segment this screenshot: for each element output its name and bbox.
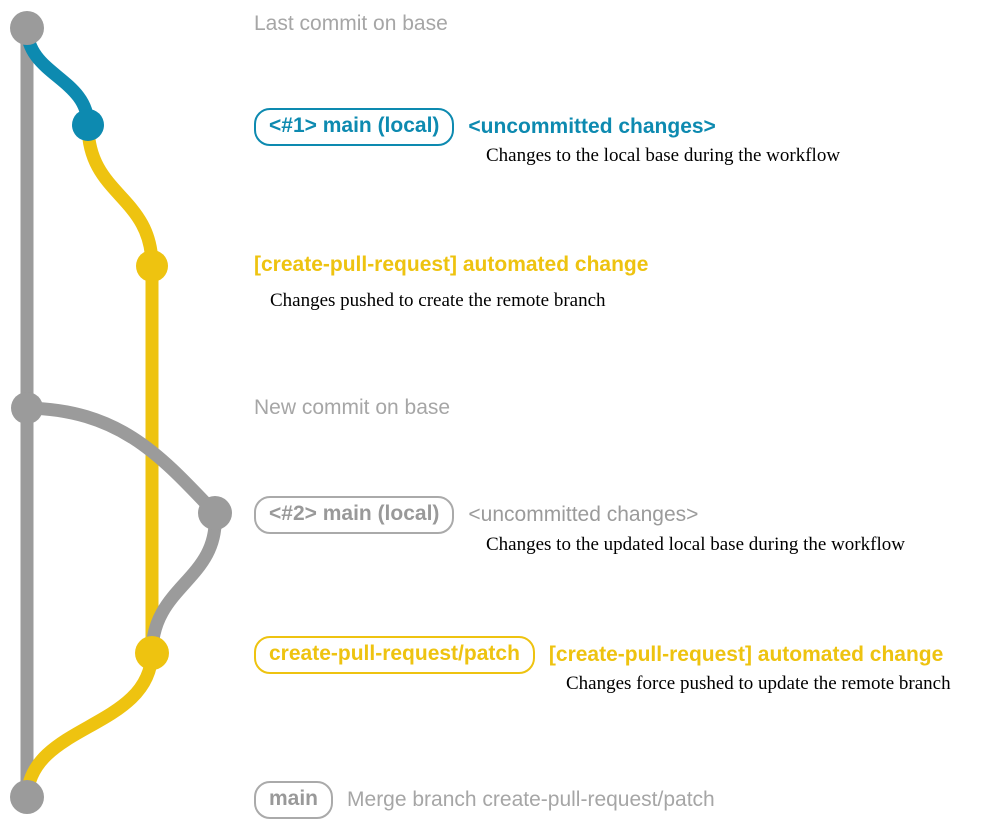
- headline-uncommitted-changes-2: <uncommitted changes>: [468, 503, 699, 526]
- headline-automated-change-2: [create-pull-request] automated change: [548, 643, 944, 666]
- subtext-automated-change-1: Changes pushed to create the remote bran…: [270, 290, 606, 311]
- branch-pill-main-local-1[interactable]: <#1> main (local): [254, 108, 455, 147]
- row-automated-change-2: create-pull-request/patch [create-pull-r…: [254, 636, 944, 675]
- subtext-local-commit-1: Changes to the local base during the wor…: [486, 145, 841, 166]
- branch-pill-main-local-2[interactable]: <#2> main (local): [254, 496, 455, 535]
- row-local-commit-2: <#2> main (local) <uncommitted changes>: [254, 496, 699, 535]
- branch-pill-main[interactable]: main: [254, 781, 334, 820]
- row-automated-change-1: [create-pull-request] automated change: [254, 253, 648, 277]
- headline-merge-commit: Merge branch create-pull-request/patch: [347, 788, 715, 811]
- headline-last-commit-on-base: Last commit on base: [254, 12, 448, 35]
- subtext-automated-change-2: Changes force pushed to update the remot…: [566, 673, 951, 694]
- row-local-commit-1: <#1> main (local) <uncommitted changes>: [254, 108, 716, 147]
- headline-automated-change-1: [create-pull-request] automated change: [254, 253, 649, 276]
- branch-pill-create-pull-request-patch[interactable]: create-pull-request/patch: [254, 636, 535, 675]
- row-last-commit-on-base: Last commit on base: [254, 12, 448, 36]
- row-merge-commit: main Merge branch create-pull-request/pa…: [254, 781, 715, 820]
- headline-new-commit-on-base: New commit on base: [254, 396, 451, 419]
- headline-uncommitted-changes-1: <uncommitted changes>: [468, 115, 716, 138]
- subtext-local-commit-2: Changes to the updated local base during…: [486, 534, 905, 555]
- row-new-commit-on-base: New commit on base: [254, 396, 450, 420]
